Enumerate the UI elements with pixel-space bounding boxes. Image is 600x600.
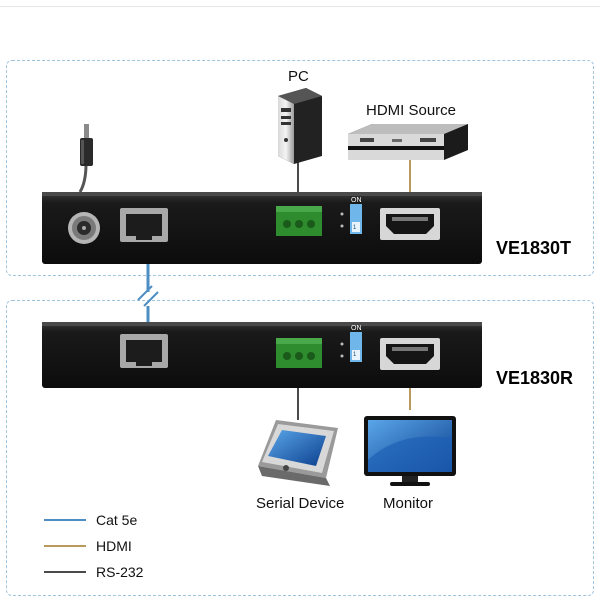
hdmi-source-device-icon <box>348 124 468 160</box>
transmitter-model-label: VE1830T <box>496 238 572 258</box>
dc-power-jack <box>68 212 100 244</box>
dip-switch-on-label-tx: ON <box>351 197 362 204</box>
hdmi-port-rx <box>380 338 440 370</box>
legend-swatch-cat5e <box>44 519 86 521</box>
pc-tower-icon <box>278 88 322 164</box>
hdmi-port-tx <box>380 208 440 240</box>
power-plug-icon <box>80 124 93 166</box>
ve1830r-unit <box>42 322 482 388</box>
monitor-icon <box>364 416 456 486</box>
receiver-model-label: VE1830R <box>496 368 574 388</box>
legend-swatch-hdmi <box>44 545 86 547</box>
rj45-port-rx <box>120 334 168 368</box>
legend-item-hdmi: HDMI <box>44 536 132 556</box>
hdmi-source-label: HDMI Source <box>366 102 457 119</box>
legend-label-hdmi: HDMI <box>96 538 132 554</box>
legend-label-cat5e: Cat 5e <box>96 512 138 528</box>
dip-switch-number-tx: 1 <box>353 225 357 231</box>
serial-device-icon <box>258 420 338 486</box>
legend-item-cat5e: Cat 5e <box>44 510 137 530</box>
receiver-group <box>6 300 594 596</box>
monitor-label: Monitor <box>383 495 434 512</box>
rs232-terminal-tx <box>276 206 322 236</box>
rs232-terminal-rx <box>276 338 322 368</box>
ve1830t-unit <box>42 192 482 264</box>
legend-item-rs232: RS-232 <box>44 562 143 582</box>
serial-device-label: Serial Device <box>256 495 345 512</box>
top-rule <box>0 6 600 7</box>
transmitter-group <box>6 60 594 276</box>
dip-switch-rx[interactable] <box>350 332 362 362</box>
legend-swatch-rs232 <box>44 571 86 573</box>
dip-switch-tx[interactable] <box>350 204 362 234</box>
rj45-port-tx <box>120 208 168 242</box>
dip-switch-on-label-rx: ON <box>351 325 362 332</box>
legend-label-rs232: RS-232 <box>96 564 144 580</box>
power-cable <box>78 163 88 193</box>
pc-label: PC <box>288 68 309 85</box>
dip-switch-number-rx: 1 <box>353 352 357 358</box>
